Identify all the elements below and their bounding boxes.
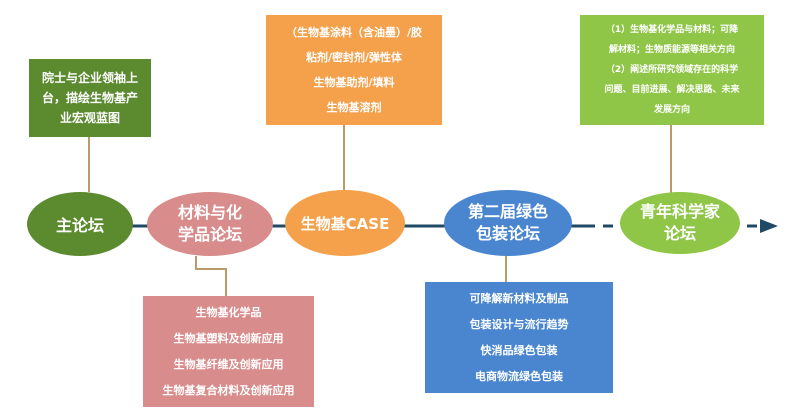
case-desc-line-1: （生物基涂料（含油墨）/胶: [285, 26, 423, 39]
connector-packaging: [505, 255, 507, 282]
main-forum-desc-line-2: 台，描绘生物基产: [41, 91, 138, 105]
node-main-forum-label: 主论坛: [55, 216, 104, 235]
connector-materials-h: [195, 268, 227, 270]
node-young-scientist-line-1: 青年科学家: [639, 202, 720, 221]
node-main-forum: 主论坛: [27, 192, 133, 256]
connector-main-forum: [88, 137, 90, 192]
node-materials-forum: 材料与化 学品论坛: [147, 192, 273, 256]
materials-desc-line-2: 生物基塑料及创新应用: [173, 331, 284, 345]
packaging-forum-description: 可降解新材料及制品 包装设计与流行趋势 快消品绿色包装 电商物流绿色包装: [425, 282, 613, 393]
materials-desc-line-3: 生物基纤维及创新应用: [173, 357, 284, 371]
materials-desc-line-4: 生物基复合材料及创新应用: [162, 383, 295, 397]
connector-materials-v2: [225, 268, 227, 296]
case-description: （生物基涂料（含油墨）/胶 粘剂/密封剂/弹性体 生物基助剂/填料 生物基溶剂: [266, 15, 442, 125]
connector-young: [670, 125, 672, 193]
case-desc-line-4: 生物基溶剂: [326, 101, 382, 114]
packaging-desc-line-2: 包装设计与流行趋势: [469, 317, 569, 331]
node-packaging-forum-line-2: 包装论坛: [475, 224, 540, 243]
node-materials-forum-line-1: 材料与化: [177, 203, 242, 222]
main-forum-description: 院士与企业领袖上 台，描绘生物基产 业宏观蓝图: [29, 59, 151, 137]
young-desc-line-5: 发展方向: [653, 105, 690, 115]
main-forum-desc-line-1: 院士与企业领袖上: [41, 71, 138, 85]
materials-desc-line-1: 生物基化学品: [195, 305, 262, 319]
young-desc-line-1: （1）生物基化学品与材料；可降: [605, 25, 739, 35]
materials-forum-description: 生物基化学品 生物基塑料及创新应用 生物基纤维及创新应用 生物基复合材料及创新应…: [143, 296, 314, 407]
node-bio-case: 生物基CASE: [285, 190, 405, 256]
main-forum-desc-line-3: 业宏观蓝图: [59, 111, 120, 125]
packaging-desc-line-4: 电商物流绿色包装: [475, 369, 563, 383]
packaging-desc-line-1: 可降解新材料及制品: [469, 291, 569, 305]
packaging-desc-line-3: 快消品绿色包装: [480, 343, 558, 357]
connector-case: [343, 125, 345, 190]
young-desc-line-4: 问题、目前进展、解决思路、未来: [604, 85, 740, 95]
young-scientist-description: （1）生物基化学品与材料；可降 解材料；生物质能源等相关方向 （2）阐述所研究领…: [580, 15, 764, 125]
case-desc-line-3: 生物基助剂/填料: [313, 76, 395, 89]
node-young-scientist-line-2: 论坛: [663, 224, 696, 243]
young-desc-line-3: （2）阐述所研究领域存在的科学: [605, 65, 739, 75]
node-bio-case-label: 生物基CASE: [300, 214, 390, 233]
node-materials-forum-line-2: 学品论坛: [177, 225, 242, 244]
case-desc-line-2: 粘剂/密封剂/弹性体: [305, 51, 403, 64]
connector-materials-v: [195, 256, 197, 270]
young-desc-line-2: 解材料；生物质能源等相关方向: [608, 45, 735, 55]
node-packaging-forum-line-1: 第二届绿色: [467, 202, 548, 221]
node-young-scientist: 青年科学家 论坛: [620, 192, 740, 254]
node-packaging-forum: 第二届绿色 包装论坛: [444, 190, 572, 256]
timeline-arrowhead: [760, 219, 778, 233]
